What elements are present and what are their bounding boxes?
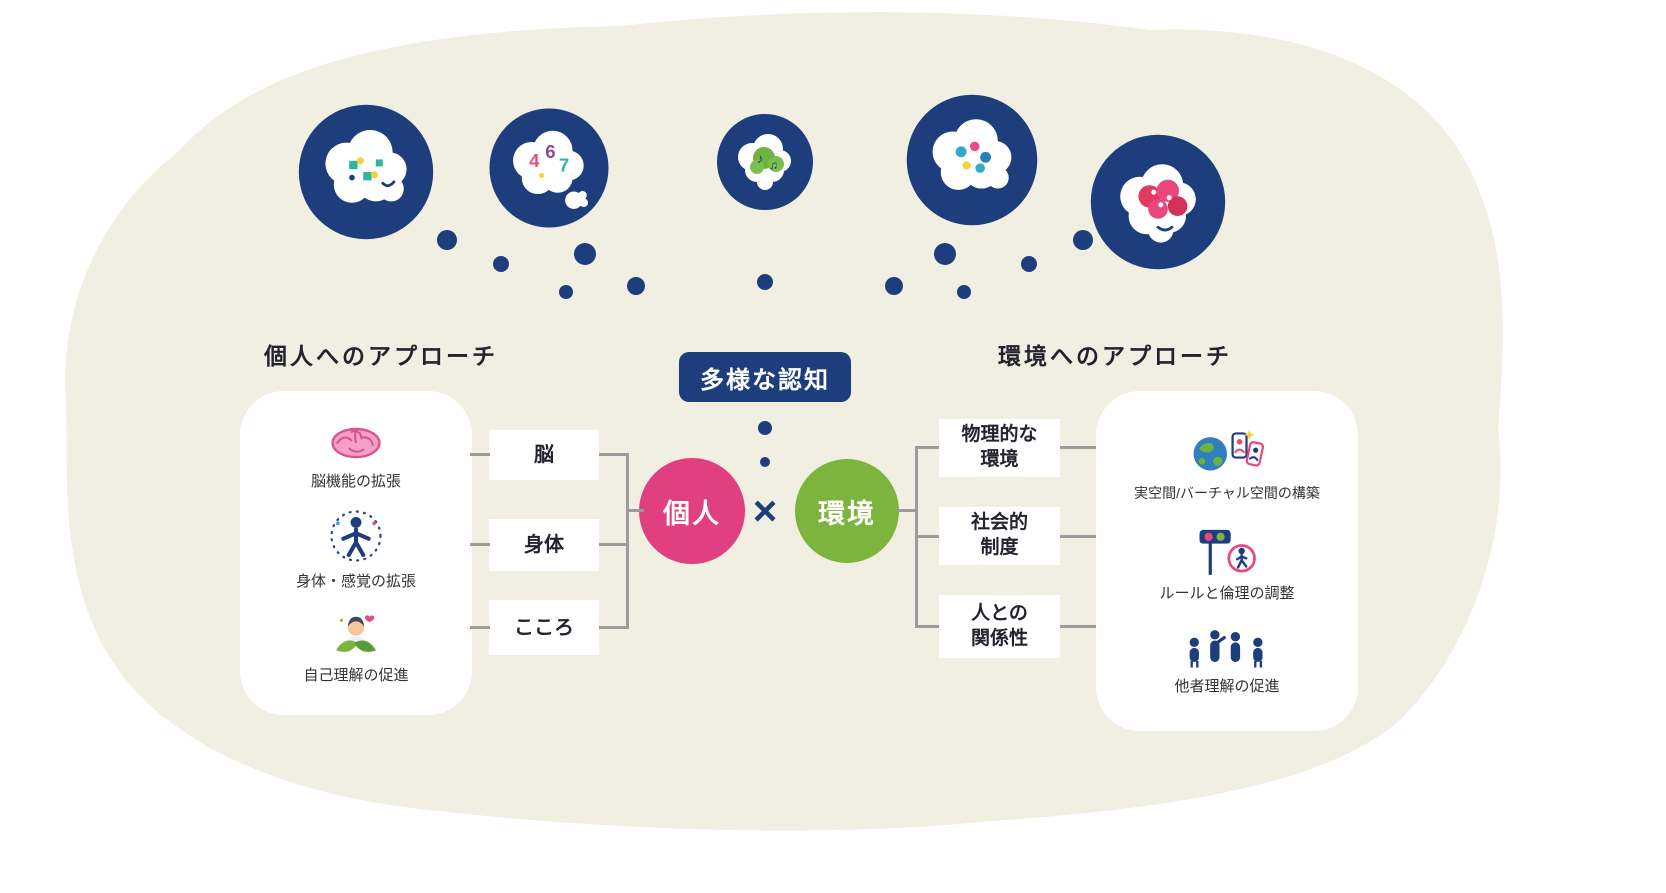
category-box-label: 制度 xyxy=(980,537,1019,558)
connector-line xyxy=(599,453,629,456)
others-understanding-icon xyxy=(1189,629,1263,668)
head-cloud-numbers-icon: 4 6 7 xyxy=(487,106,611,230)
number-glyph: 6 xyxy=(545,141,555,162)
category-box-social-institutions: 社会的 制度 xyxy=(939,507,1060,565)
trail-dot xyxy=(1021,256,1037,272)
trail-dot xyxy=(574,243,596,265)
category-box-label: こころ xyxy=(514,616,574,639)
category-box-human-relationships: 人との 関係性 xyxy=(939,595,1060,658)
connector-bracket xyxy=(626,453,629,629)
environment-approach-heading: 環境へのアプローチ xyxy=(998,343,1232,369)
connector-line xyxy=(470,453,490,456)
connector-line xyxy=(470,543,490,546)
trail-dot xyxy=(493,256,509,272)
item-caption: 実空間/バーチャル空間の構築 xyxy=(1134,485,1320,502)
connector-line xyxy=(918,625,939,628)
connector-line xyxy=(470,626,490,629)
head-cloud-flower-icon xyxy=(1088,132,1228,272)
category-box-mind: こころ xyxy=(489,600,599,655)
brain-icon xyxy=(331,427,381,459)
panel-item-brain-expansion: 脳機能の拡張 xyxy=(311,421,401,491)
trail-dot xyxy=(1073,230,1093,250)
body-senses-icon xyxy=(330,510,382,562)
environment-approach-panel: 実空間/バーチャル空間の構築 ルールと倫理の調整 xyxy=(1096,391,1358,731)
category-box-label: 脳 xyxy=(534,444,554,466)
number-glyph: 4 xyxy=(529,150,540,171)
trail-dot xyxy=(437,230,457,250)
trail-dot xyxy=(760,457,770,467)
head-cloud-dots-icon xyxy=(904,92,1040,228)
category-box-label: 身体 xyxy=(524,534,564,556)
panel-item-others-understanding: 他者理解の促進 xyxy=(1174,624,1280,696)
diverse-cognition-label: 多様な認知 xyxy=(679,352,851,402)
trail-dot xyxy=(934,243,956,265)
connector-line xyxy=(918,535,939,538)
panel-item-self-understanding: 自己理解の促進 xyxy=(303,607,409,685)
head-cloud-pixels-icon xyxy=(296,102,436,242)
self-understanding-icon xyxy=(336,615,376,652)
connector-bracket xyxy=(915,446,918,628)
connector-line xyxy=(1060,535,1096,538)
rules-ethics-icon xyxy=(1199,529,1256,575)
trail-dot xyxy=(627,277,645,295)
item-caption: 脳機能の拡張 xyxy=(310,473,401,490)
environment-circle: 環境 xyxy=(795,459,899,563)
connector-line xyxy=(1060,625,1096,628)
trail-dot xyxy=(559,285,573,299)
category-box-brain: 脳 xyxy=(489,430,599,480)
individual-approach-panel: 脳機能の拡張 身体・感覚の拡張 自己理解の促進 xyxy=(240,391,472,715)
item-caption: 自己理解の促進 xyxy=(303,667,409,684)
trail-dot xyxy=(957,285,971,299)
connector-line xyxy=(897,509,918,512)
number-glyph: 7 xyxy=(559,155,569,176)
category-box-physical-environment: 物理的な 環境 xyxy=(939,419,1060,477)
category-box-label: 関係性 xyxy=(970,627,1028,649)
panel-item-rules-ethics: ルールと倫理の調整 xyxy=(1159,525,1295,603)
item-caption: ルールと倫理の調整 xyxy=(1159,584,1295,602)
category-box-label: 人との xyxy=(971,602,1028,624)
head-cloud-music-icon: ♪ ♫ xyxy=(715,112,815,212)
connector-line xyxy=(626,509,644,512)
music-note-glyph: ♪ xyxy=(757,151,764,166)
item-caption: 他者理解の促進 xyxy=(1174,677,1280,695)
category-box-label: 物理的な xyxy=(961,424,1038,446)
category-box-body: 身体 xyxy=(489,519,599,571)
music-note-glyph: ♫ xyxy=(769,158,778,172)
panel-item-real-virtual-space: 実空間/バーチャル空間の構築 xyxy=(1134,426,1320,503)
multiply-symbol: × xyxy=(752,487,778,534)
real-virtual-space-icon xyxy=(1193,429,1265,471)
individual-circle: 個人 xyxy=(639,458,745,564)
trail-dot xyxy=(757,274,773,290)
panel-item-body-senses: 身体・感覚の拡張 xyxy=(296,507,416,591)
connector-line xyxy=(1060,446,1096,449)
item-caption: 身体・感覚の拡張 xyxy=(295,573,416,590)
category-box-label: 社会的 xyxy=(970,512,1028,534)
individual-approach-heading: 個人へのアプローチ xyxy=(264,343,498,369)
connector-line xyxy=(599,626,629,629)
trail-dot xyxy=(885,277,903,295)
category-box-label: 環境 xyxy=(980,449,1019,470)
connector-line xyxy=(918,446,939,449)
connector-line xyxy=(599,543,629,546)
trail-dot xyxy=(758,421,772,435)
